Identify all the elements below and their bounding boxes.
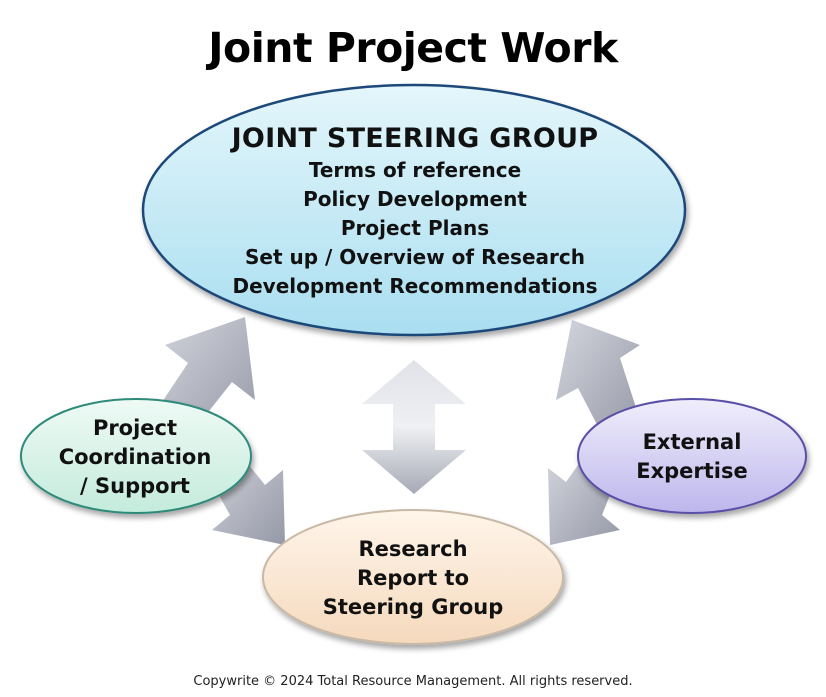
- steering-group-heading: JOINT STEERING GROUP: [231, 123, 599, 154]
- expertise-node: External Expertise: [578, 400, 806, 514]
- arrow-expertise-to-steering: [556, 320, 640, 440]
- arrow-steering-report-bidirectional: [362, 360, 466, 494]
- coordination-ellipse: [20, 398, 252, 514]
- steering-item: Project Plans: [340, 216, 490, 240]
- steering-item: Terms of reference: [308, 158, 522, 182]
- report-line: Steering Group: [322, 594, 504, 619]
- coordination-line: Project: [92, 415, 178, 440]
- report-ellipse: [262, 509, 564, 645]
- copyright-footer: Copywrite © 2024 Total Resource Manageme…: [193, 674, 633, 689]
- steering-group-node: JOINT STEERING GROUP Terms of reference …: [145, 86, 685, 336]
- report-node: Research Report to Steering Group: [263, 510, 563, 646]
- steering-item: Development Recommendations: [232, 274, 598, 298]
- expertise-line: External: [642, 430, 742, 454]
- coordination-line: Coordination: [58, 444, 212, 469]
- expertise-ellipse: [577, 398, 807, 514]
- report-line: Report to: [356, 565, 470, 590]
- coordination-line: / Support: [80, 473, 190, 498]
- report-line: Research: [358, 536, 468, 561]
- expertise-line: Expertise: [636, 459, 748, 483]
- steering-group-ellipse: [141, 83, 687, 337]
- coordination-node: Project Coordination / Support: [20, 400, 250, 514]
- page-title: Joint Project Work: [208, 24, 618, 72]
- steering-item: Set up / Overview of Research: [245, 245, 585, 269]
- steering-item: Policy Development: [303, 187, 527, 211]
